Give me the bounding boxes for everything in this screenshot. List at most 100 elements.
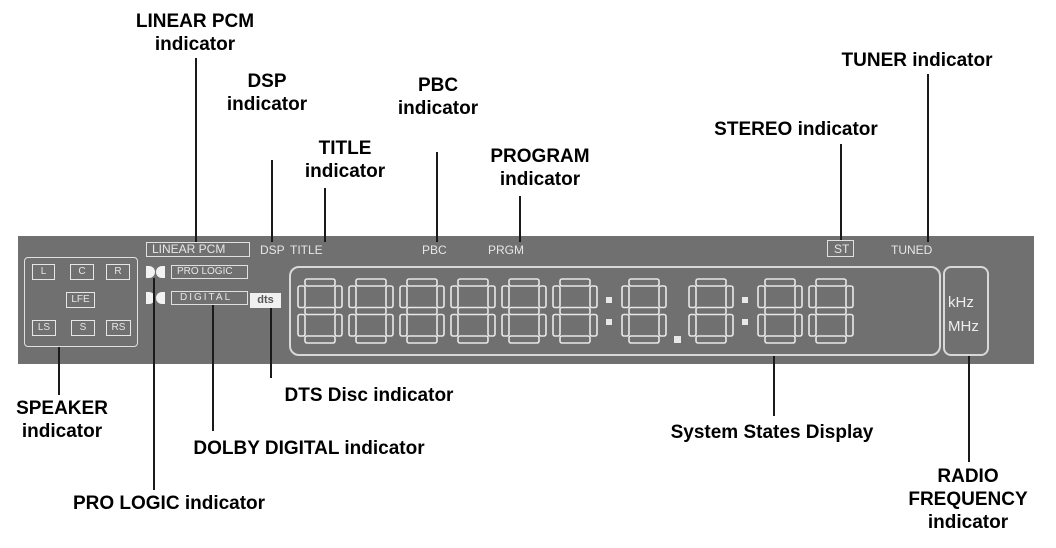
decimal-point-8	[674, 336, 681, 343]
dolby-digital-indicator-label: DIGITAL	[180, 292, 233, 303]
digit-4-segment-6	[538, 313, 547, 337]
digit-2-segment-6	[436, 313, 445, 337]
radio-frequency-leader	[968, 356, 970, 462]
system-states-leader	[773, 356, 775, 416]
digit-11-segment-3	[757, 285, 766, 309]
digit-5-segment-0	[559, 278, 591, 287]
digit-3-segment-6	[487, 313, 496, 337]
digit-12-segment-2	[815, 335, 847, 344]
digit-4-segment-3	[501, 285, 510, 309]
title-leader	[324, 188, 326, 242]
digit-7-segment-0	[628, 278, 660, 287]
digit-9-segment-2	[695, 335, 727, 344]
digit-7-segment-5	[621, 313, 630, 337]
pbc-leader	[436, 152, 438, 242]
radio-frequency-callout: RADIO FREQUENCY indicator	[908, 466, 1028, 533]
digit-12-segment-5	[808, 313, 817, 337]
pro-logic-indicator-label: PRO LOGIC	[177, 266, 233, 277]
digit-9-segment-1	[695, 306, 727, 316]
dts-disc-leader	[270, 308, 272, 378]
digit-11-segment-0	[764, 278, 796, 287]
dolby-digital-left-icon	[146, 292, 155, 304]
stereo-callout: STEREO indicator	[714, 119, 878, 140]
digit-7-segment-1	[628, 306, 660, 316]
digit-9-segment-6	[725, 313, 734, 337]
digit-4-segment-0	[508, 278, 540, 287]
digit-0-segment-1	[304, 306, 336, 316]
digit-3-segment-4	[487, 285, 496, 309]
khz-indicator: kHz	[948, 294, 974, 311]
speaker-lfe: LFE	[66, 292, 95, 308]
speaker-rs: RS	[106, 320, 131, 336]
digit-11-segment-5	[757, 313, 766, 337]
digit-5-segment-1	[559, 306, 591, 316]
digit-2-segment-4	[436, 285, 445, 309]
dsp-indicator: DSP	[260, 243, 285, 257]
digit-11-segment-1	[764, 306, 796, 316]
digit-7-segment-4	[658, 285, 667, 309]
speaker-callout: SPEAKER indicator	[16, 398, 108, 442]
digit-2-segment-5	[399, 313, 408, 337]
digit-11-segment-2	[764, 335, 796, 344]
digit-9-segment-3	[688, 285, 697, 309]
dolby-digital-right-icon	[156, 292, 165, 304]
program-callout: PROGRAM indicator	[490, 146, 590, 190]
dsp-leader	[271, 160, 273, 242]
linear-pcm-indicator	[146, 242, 250, 257]
digit-0-segment-5	[297, 313, 306, 337]
digit-5-segment-3	[552, 285, 561, 309]
speaker-indicator	[24, 257, 138, 347]
dolby-digital-leader	[212, 305, 214, 431]
linear-pcm-callout: LINEAR PCM indicator	[135, 11, 255, 55]
digit-2-segment-2	[406, 335, 438, 344]
digit-7-segment-6	[658, 313, 667, 337]
digit-9-segment-0	[695, 278, 727, 287]
speaker-leader	[58, 347, 60, 395]
digit-2-segment-1	[406, 306, 438, 316]
digit-1-segment-1	[355, 306, 387, 316]
digit-4-segment-2	[508, 335, 540, 344]
digit-5-segment-6	[589, 313, 598, 337]
digit-7-segment-2	[628, 335, 660, 344]
program-leader	[519, 196, 521, 242]
digit-12-segment-3	[808, 285, 817, 309]
digit-2-segment-3	[399, 285, 408, 309]
stereo-indicator-box	[827, 240, 854, 257]
pbc-callout: PBC indicator	[397, 75, 479, 119]
digit-1-segment-6	[385, 313, 394, 337]
digit-3-segment-3	[450, 285, 459, 309]
dolby-left-icon	[146, 266, 155, 278]
pro-logic-callout: PRO LOGIC indicator	[72, 493, 266, 514]
colon-6-dot-bottom	[606, 319, 612, 325]
speaker-r: R	[106, 264, 130, 280]
digit-12-segment-4	[845, 285, 854, 309]
speaker-l: L	[32, 264, 55, 280]
digit-1-segment-2	[355, 335, 387, 344]
radio-frequency-indicator	[943, 266, 989, 356]
digit-0-segment-2	[304, 335, 336, 344]
speaker-c: C	[70, 264, 94, 280]
digit-12-segment-6	[845, 313, 854, 337]
mhz-indicator: MHz	[948, 318, 979, 335]
linear-pcm-indicator-label: LINEAR PCM	[152, 242, 226, 256]
digit-3-segment-1	[457, 306, 489, 316]
digit-11-segment-6	[794, 313, 803, 337]
digit-4-segment-4	[538, 285, 547, 309]
digit-5-segment-2	[559, 335, 591, 344]
stereo-indicator: ST	[834, 242, 850, 256]
linear-pcm-leader	[195, 58, 197, 242]
digit-0-segment-3	[297, 285, 306, 309]
digit-0-segment-6	[334, 313, 343, 337]
digit-0-segment-0	[304, 278, 336, 287]
pro-logic-leader	[153, 278, 155, 490]
system-states-display	[289, 266, 941, 356]
title-callout: TITLE indicator	[304, 138, 386, 182]
digit-3-segment-2	[457, 335, 489, 344]
dts-disc-indicator: dts	[250, 293, 281, 308]
colon-10-dot-top	[742, 297, 748, 303]
digit-12-segment-1	[815, 306, 847, 316]
tuner-callout: TUNER indicator	[841, 50, 993, 71]
speaker-s: S	[71, 320, 95, 336]
digit-3-segment-5	[450, 313, 459, 337]
digit-3-segment-0	[457, 278, 489, 287]
